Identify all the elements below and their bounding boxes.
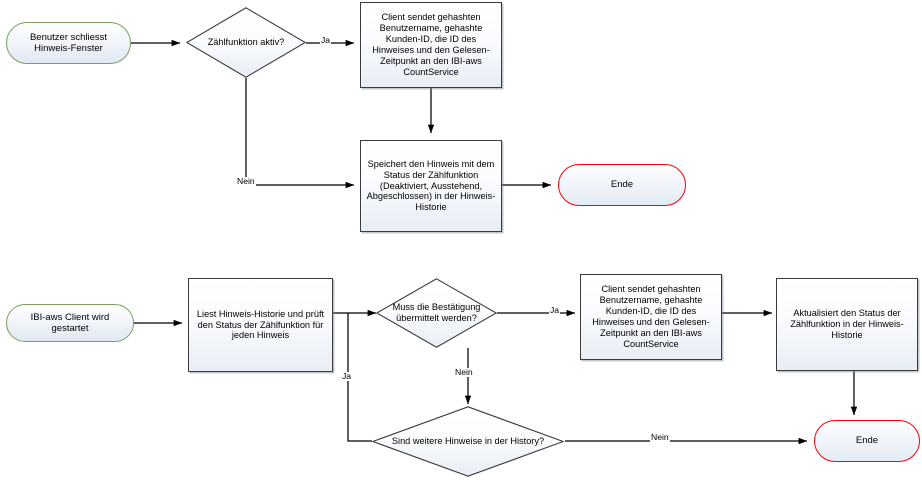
node-label: Benutzer schliesst Hinweis-Fenster: [29, 31, 108, 54]
edge-label-bottom-nein-down: Nein: [454, 367, 474, 377]
diamond-shape: [186, 7, 306, 78]
process-client-sendet-gehashten-2[interactable]: Client sendet gehashten Benutzername, ge…: [580, 274, 722, 360]
node-label: Client sendet gehashten Benutzername, ge…: [592, 284, 710, 349]
decision-zaehlfunktion-aktiv[interactable]: Zählfunktion aktiv?: [186, 7, 306, 78]
node-label: Liest Hinweis-Historie und prüft den Sta…: [196, 308, 325, 341]
terminator-end-ende-2[interactable]: Ende: [814, 420, 920, 462]
terminator-end-ende-1[interactable]: Ende: [558, 164, 686, 206]
diamond-shape: [372, 406, 564, 477]
edge-decision3-ja-loop: [347, 313, 372, 442]
node-label: Aktualisiert den Status der Zählfunktion…: [790, 308, 904, 340]
terminator-start-benutzer-schliesst[interactable]: Benutzer schliesst Hinweis-Fenster: [6, 22, 131, 64]
diamond-shape: [376, 278, 497, 348]
edge-label-top-nein: Nein: [236, 176, 256, 186]
edge-label-bottom-nein-right: Nein: [650, 432, 670, 442]
edge-label-top-ja: Ja: [320, 35, 332, 45]
node-label: IBI-aws Client wird gestartet: [30, 311, 110, 334]
decision-sind-weitere-hinweise[interactable]: Sind weitere Hinweise in der History?: [372, 406, 564, 477]
edge-label-bottom-ja-loop: Ja: [341, 371, 353, 381]
node-label: Speichert den Hinweis mit dem Status der…: [366, 158, 496, 213]
node-label: Muss die Bestätigung übermittelt werden?: [392, 302, 481, 323]
node-label: Client sendet gehashten Benutzername, ge…: [372, 12, 490, 77]
node-label: Sind weitere Hinweise in der History?: [391, 436, 545, 447]
process-client-sendet-gehashten-1[interactable]: Client sendet gehashten Benutzername, ge…: [360, 2, 502, 88]
edge-decision1-nein: [245, 78, 355, 189]
edge-label-bottom-ja-right: Ja: [549, 305, 561, 315]
process-aktualisiert-status[interactable]: Aktualisiert den Status der Zählfunktion…: [776, 278, 918, 371]
decision-muss-bestaetigung-uebermittelt[interactable]: Muss die Bestätigung übermittelt werden?: [376, 278, 497, 348]
node-label: Zählfunktion aktiv?: [207, 37, 285, 48]
node-label: Ende: [610, 179, 634, 191]
node-label: Ende: [855, 435, 879, 447]
terminator-start-ibi-aws-client[interactable]: IBI-aws Client wird gestartet: [6, 304, 134, 342]
process-liest-hinweis-historie[interactable]: Liest Hinweis-Historie und prüft den Sta…: [188, 278, 333, 372]
process-speichert-hinweis-status[interactable]: Speichert den Hinweis mit dem Status der…: [360, 140, 502, 232]
